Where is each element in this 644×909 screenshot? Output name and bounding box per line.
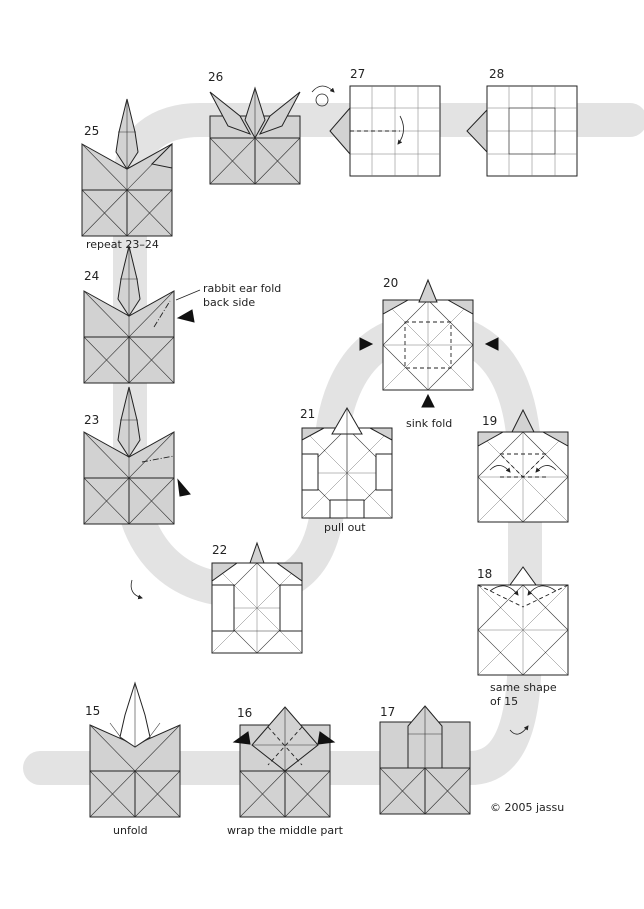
step-caption: unfold xyxy=(113,824,148,837)
step-17: 17 xyxy=(379,705,471,815)
step-21: 21 pull out xyxy=(300,406,393,534)
step-number: 17 xyxy=(380,705,395,719)
step-16: 16 wrap the middle part xyxy=(227,706,344,837)
step-15: 15 unfold xyxy=(85,681,181,837)
step-26: 26 xyxy=(208,70,301,185)
turn-over-icon xyxy=(130,579,143,600)
step-number: 21 xyxy=(300,407,315,421)
step-number: 20 xyxy=(383,276,398,290)
step-18: 18 same shape of 15 xyxy=(477,566,569,735)
note-leader xyxy=(175,289,201,301)
turn-over-icon xyxy=(509,725,529,735)
push-arrow-left xyxy=(232,731,251,745)
step-note-line1: rabbit ear fold xyxy=(203,282,281,295)
step-19: 19 xyxy=(477,408,569,523)
step-25: 25 repeat 23–24 xyxy=(81,98,173,251)
step-caption: repeat 23–24 xyxy=(86,238,159,251)
step-22: 22 xyxy=(130,541,303,654)
step-number: 16 xyxy=(237,706,252,720)
push-arrow xyxy=(176,309,195,323)
step-number: 28 xyxy=(489,67,504,81)
step-caption-line2: of 15 xyxy=(490,695,518,708)
step-23: 23 xyxy=(83,386,191,525)
step-number: 15 xyxy=(85,704,100,718)
step-caption-line1: same shape xyxy=(490,681,557,694)
step-27: 27 xyxy=(311,67,441,177)
step-number: 27 xyxy=(350,67,365,81)
push-arrow-right xyxy=(484,337,499,351)
step-caption: sink fold xyxy=(406,417,452,430)
push-arrow-left xyxy=(359,337,374,351)
step-number: 24 xyxy=(84,269,99,283)
step-number: 26 xyxy=(208,70,223,84)
turn-over-icon xyxy=(311,85,335,93)
turn-over-icon xyxy=(315,93,329,107)
copyright: © 2005 jassu xyxy=(490,801,564,814)
step-20: 20 sink fold xyxy=(359,276,499,430)
step-24: 24 rabbit ear fold back side xyxy=(83,245,281,384)
push-arrow xyxy=(177,478,191,497)
step-28: 28 xyxy=(466,67,578,177)
step-number: 19 xyxy=(482,414,497,428)
step-caption: wrap the middle part xyxy=(227,824,344,837)
step-number: 18 xyxy=(477,567,492,581)
step-note-line2: back side xyxy=(203,296,255,309)
step-number: 25 xyxy=(84,124,99,138)
push-arrow-bottom xyxy=(421,393,435,408)
push-arrow-right xyxy=(317,731,336,745)
step-number: 22 xyxy=(212,543,227,557)
step-number: 23 xyxy=(84,413,99,427)
step-caption: pull out xyxy=(324,521,366,534)
